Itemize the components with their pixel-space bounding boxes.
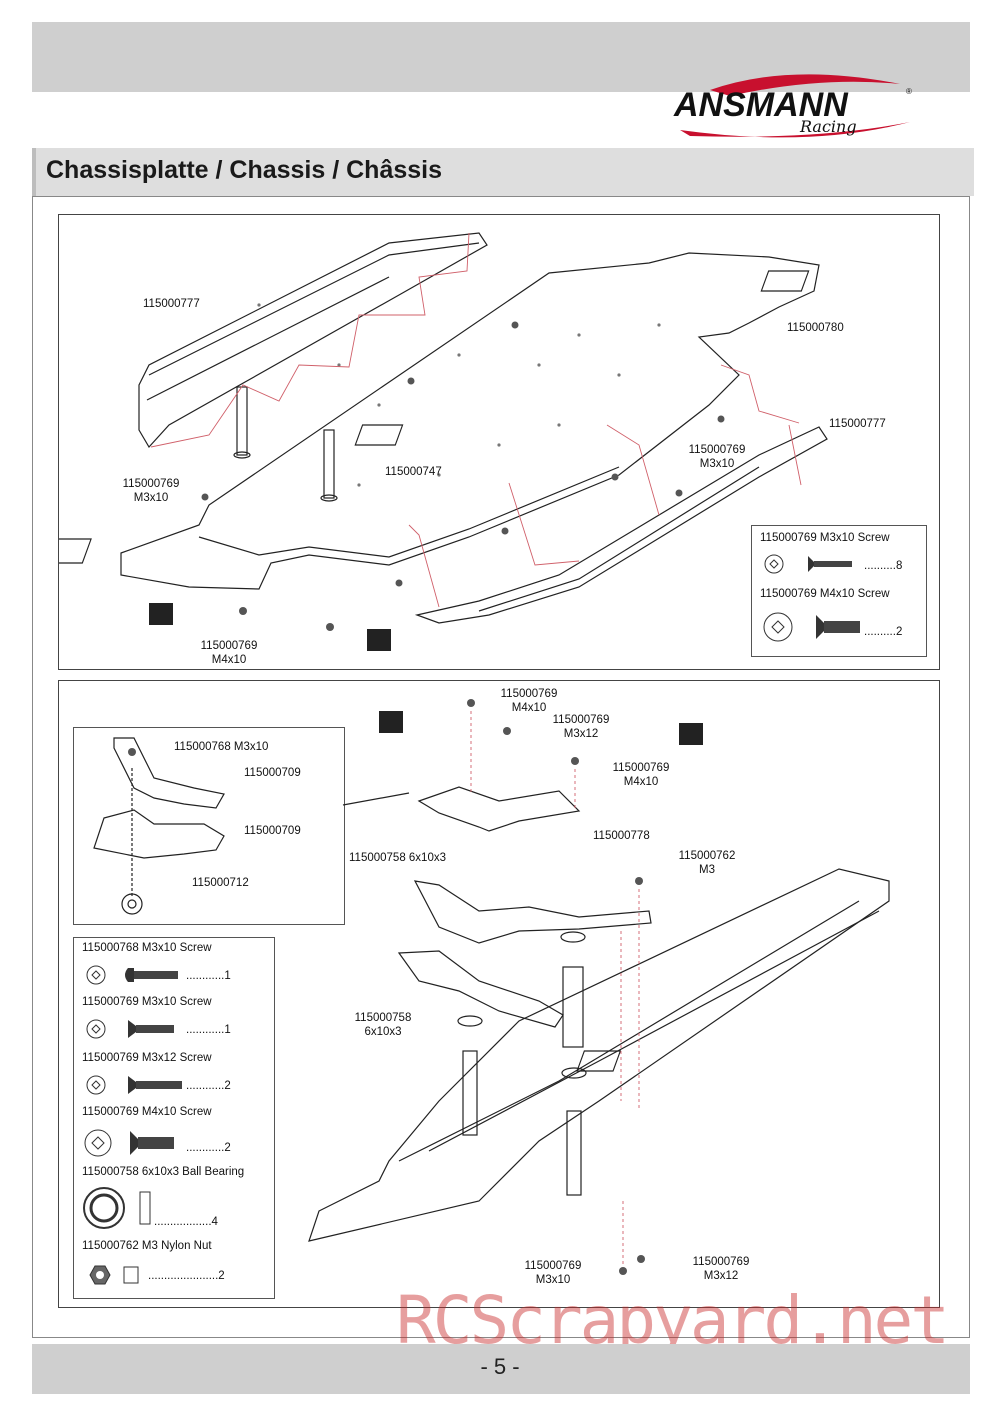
legend-qty-5: ..................4: [154, 1216, 218, 1228]
label-115000769-bottom-2: 115000769: [692, 1256, 750, 1268]
label-m3x10-right: M3x10: [699, 458, 735, 470]
inset-steering-diagram: [93, 737, 225, 915]
label-115000769-top: 115000769: [500, 688, 558, 700]
label-m3x12-top: M3x12: [563, 728, 599, 740]
legend-item-m3x12: 115000769 M3x12 Screw: [82, 1052, 212, 1064]
legend-item-m4x10: 115000769 M4x10 Screw: [760, 588, 890, 600]
label-115000777-left: 115000777: [143, 298, 200, 310]
screw-cement-icon: [379, 711, 403, 733]
label-115000778: 115000778: [593, 830, 650, 842]
label-115000769-bottom-1: 115000769: [524, 1260, 582, 1272]
screw-button-head-icon: [86, 965, 178, 985]
label-115000768: 115000768 M3x10: [174, 741, 269, 753]
steering-panel-bottom: 115000768 M3x10 115000709 115000709 1150…: [58, 680, 940, 1308]
label-m3x12-bottom: M3x12: [703, 1270, 739, 1282]
legend-item-m3x10-768: 115000768 M3x10 Screw: [82, 942, 212, 954]
label-m4x10-right: M4x10: [623, 776, 659, 788]
ansmann-racing-logo: ANSMANN Racing ®: [673, 74, 912, 138]
svg-text:®: ®: [906, 87, 912, 96]
legend-qty-6: ......................2: [148, 1270, 225, 1282]
legend-item-m4x10: 115000769 M4x10 Screw: [82, 1106, 212, 1118]
page-title: Chassisplatte / Chassis / Châssis: [46, 156, 443, 184]
screw-m3x10-icon: [86, 1019, 174, 1039]
label-115000709-a: 115000709: [244, 767, 301, 779]
label-m3x10-left: M3x10: [133, 492, 169, 504]
footer-bar: [32, 1344, 970, 1394]
legend-qty-m3x10: ..........8: [864, 560, 903, 572]
legend-item-ball-bearing: 115000758 6x10x3 Ball Bearing: [82, 1166, 245, 1178]
legend-qty-3: ............2: [186, 1080, 231, 1092]
label-m3x10-bottom: M3x10: [535, 1274, 571, 1286]
legend-qty-1: ............1: [186, 970, 231, 982]
screw-cement-icon: [367, 629, 391, 651]
label-115000762: 115000762: [678, 850, 736, 862]
parts-legend-top: 115000769 M3x10 Screw ..........8 115000…: [751, 525, 927, 657]
screw-cement-icon: [679, 723, 703, 745]
label-115000769-m3x12: 115000769: [552, 714, 610, 726]
label-m4x10-bottom: M4x10: [211, 654, 247, 666]
legend-item-m3x10: 115000769 M3x10 Screw: [760, 532, 890, 544]
label-115000747: 115000747: [385, 466, 442, 478]
label-115000758-mid: 115000758: [354, 1012, 412, 1024]
page-number: - 5 -: [480, 1354, 520, 1379]
legend-item-m3x10-769: 115000769 M3x10 Screw: [82, 996, 212, 1008]
screw-m3x12-icon: [86, 1075, 182, 1095]
legend-qty-m4x10: ..........2: [864, 626, 903, 638]
label-115000769-right: 115000769: [688, 444, 746, 456]
screw-m3x10-icon: [764, 554, 852, 574]
legend-qty-4: ............2: [186, 1142, 231, 1154]
chassis-panel-top: 115000777 115000780 115000777 115000769 …: [58, 214, 940, 670]
label-6x10x3-mid: 6x10x3: [364, 1026, 402, 1038]
title-bar: [32, 148, 974, 196]
label-115000769-left: 115000769: [122, 478, 180, 490]
svg-text:ANSMANN: ANSMANN: [673, 86, 849, 124]
label-115000777-right: 115000777: [829, 418, 886, 430]
svg-text:Racing: Racing: [799, 117, 857, 136]
label-m3: M3: [699, 864, 715, 876]
inset-box: 115000768 M3x10 115000709 115000709 1150…: [73, 727, 345, 925]
nylon-nut-icon: [89, 1265, 139, 1285]
chassis-exploded-diagram: [59, 232, 828, 631]
ball-bearing-icon: [83, 1187, 151, 1229]
label-115000709-b: 115000709: [244, 825, 301, 837]
legend-qty-2: ............1: [186, 1024, 231, 1036]
legend-item-nylon-nut: 115000762 M3 Nylon Nut: [82, 1240, 212, 1252]
screw-cement-icon: [149, 603, 173, 625]
screw-m4x10-icon: [84, 1129, 174, 1157]
label-115000780: 115000780: [787, 322, 844, 334]
label-115000712: 115000712: [192, 877, 249, 889]
label-m4x10-top: M4x10: [511, 702, 547, 714]
screw-m4x10-icon: [763, 612, 860, 642]
label-115000758-top: 115000758 6x10x3: [349, 852, 446, 864]
label-115000769-m4x10-right: 115000769: [612, 762, 670, 774]
parts-legend-bottom: 115000768 M3x10 Screw ............1 1150…: [73, 937, 275, 1299]
label-115000769-bottom: 115000769: [200, 640, 258, 652]
